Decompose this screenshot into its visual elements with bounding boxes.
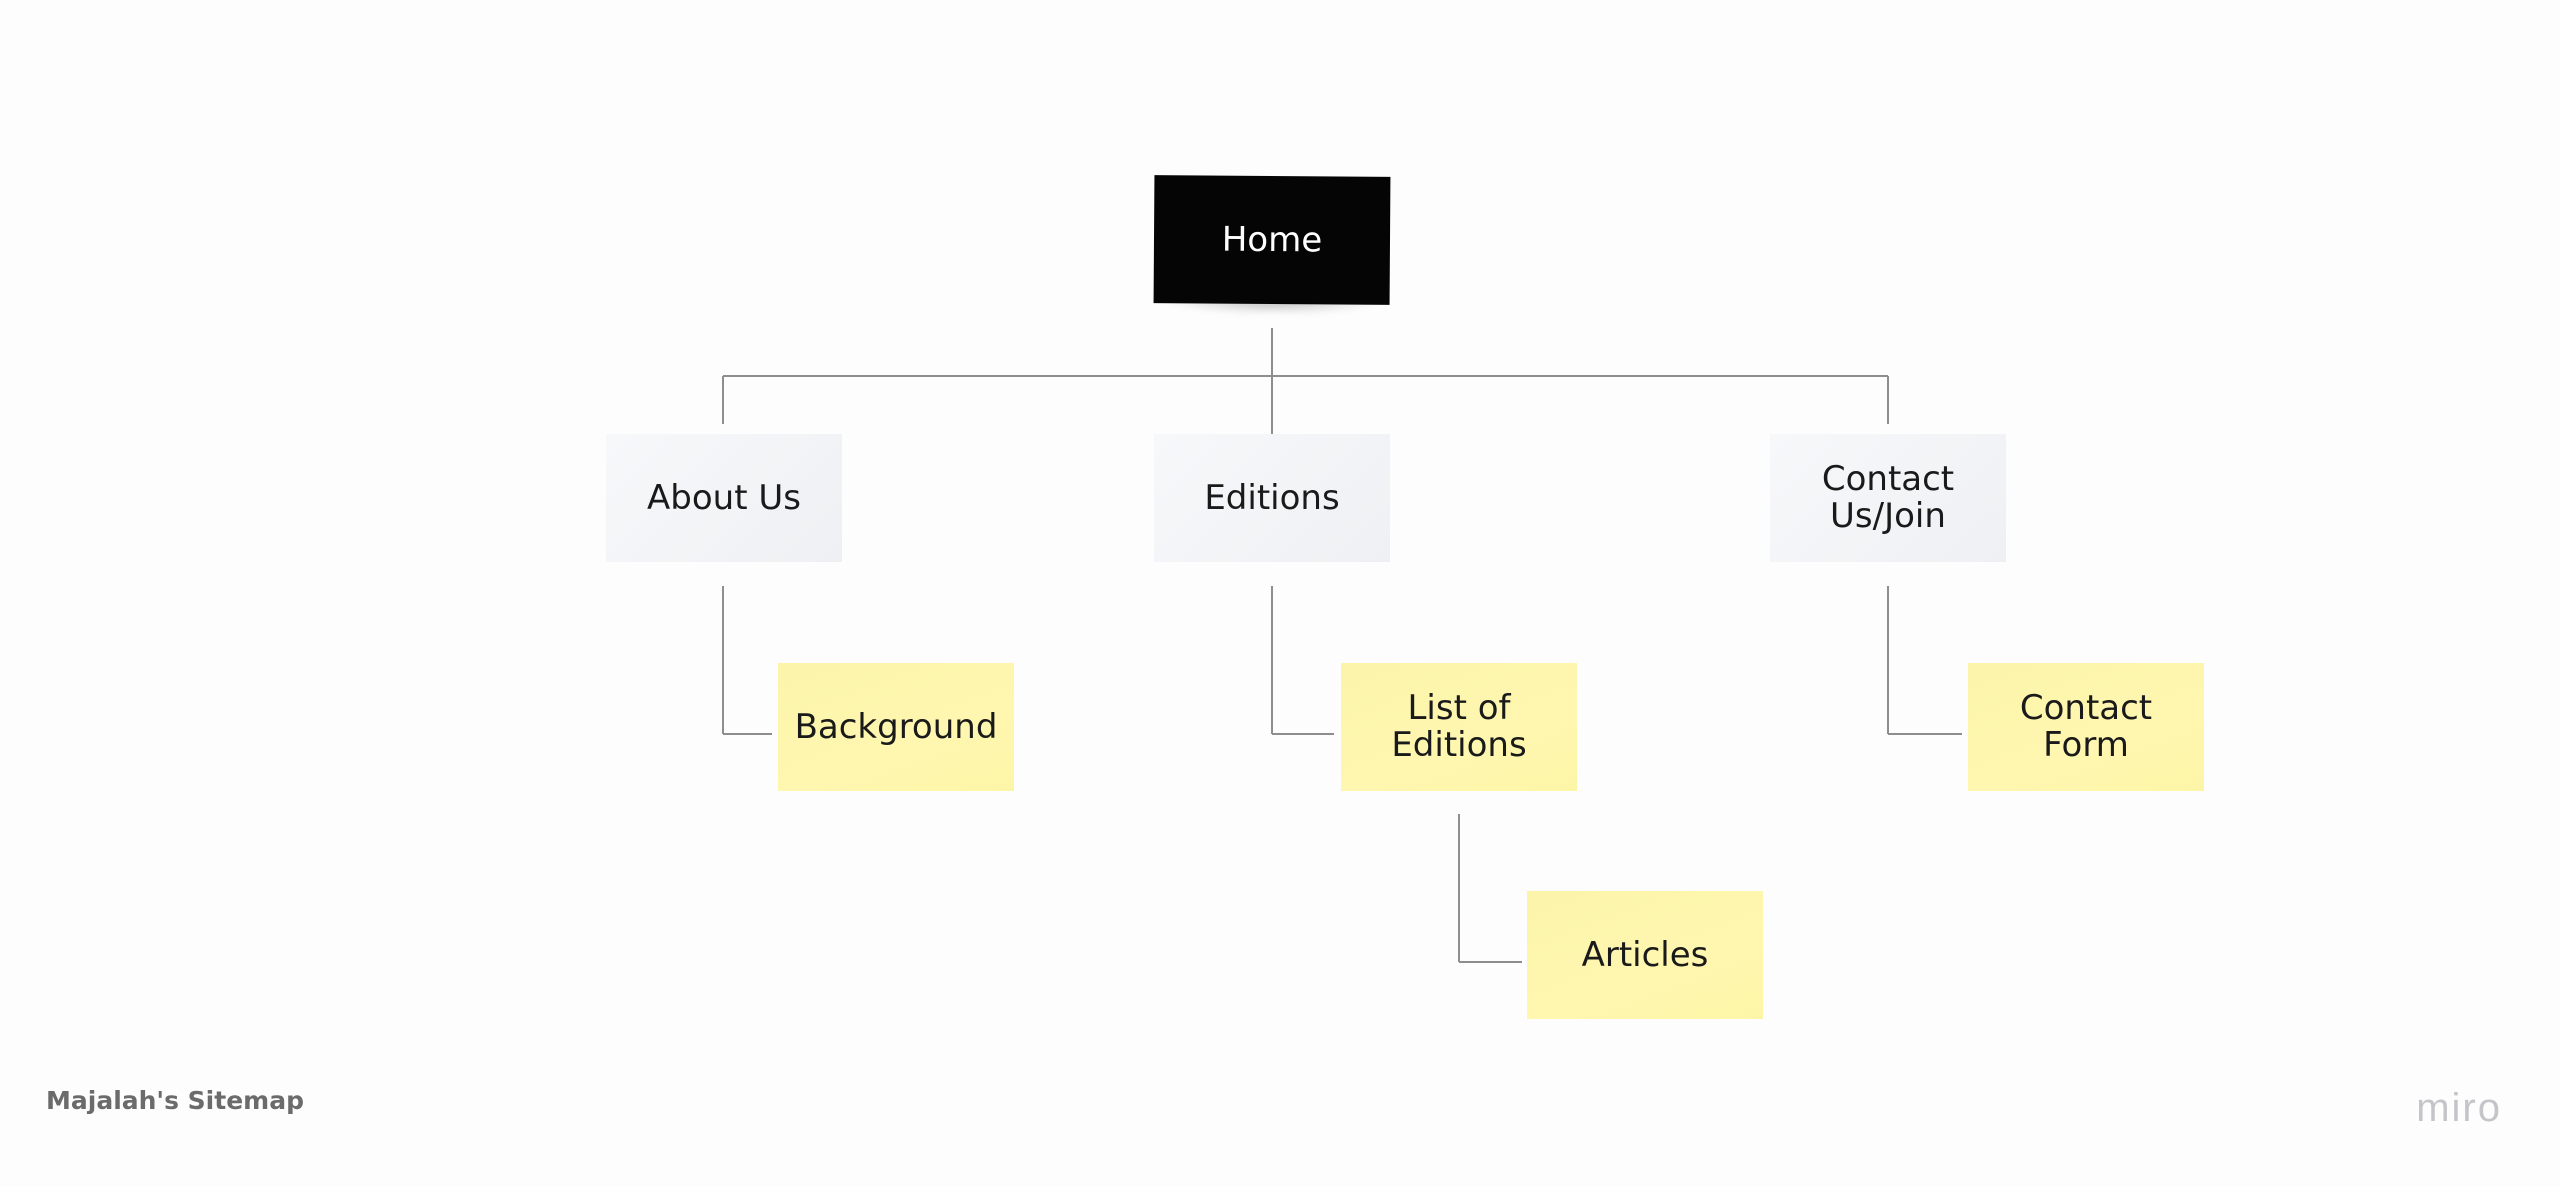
node-editions[interactable]: Editions [1154,434,1390,562]
node-contact-form[interactable]: Contact Form [1968,663,2204,791]
node-home[interactable]: Home [1153,175,1391,305]
miro-logo[interactable]: miro [2416,1086,2502,1130]
node-articles[interactable]: Articles [1527,891,1763,1019]
board-title: Majalah's Sitemap [46,1086,304,1115]
node-contact-us-join[interactable]: Contact Us/Join [1770,434,2006,562]
node-background[interactable]: Background [778,663,1014,791]
node-about-us[interactable]: About Us [606,434,842,562]
node-list-of-editions[interactable]: List of Editions [1341,663,1577,791]
